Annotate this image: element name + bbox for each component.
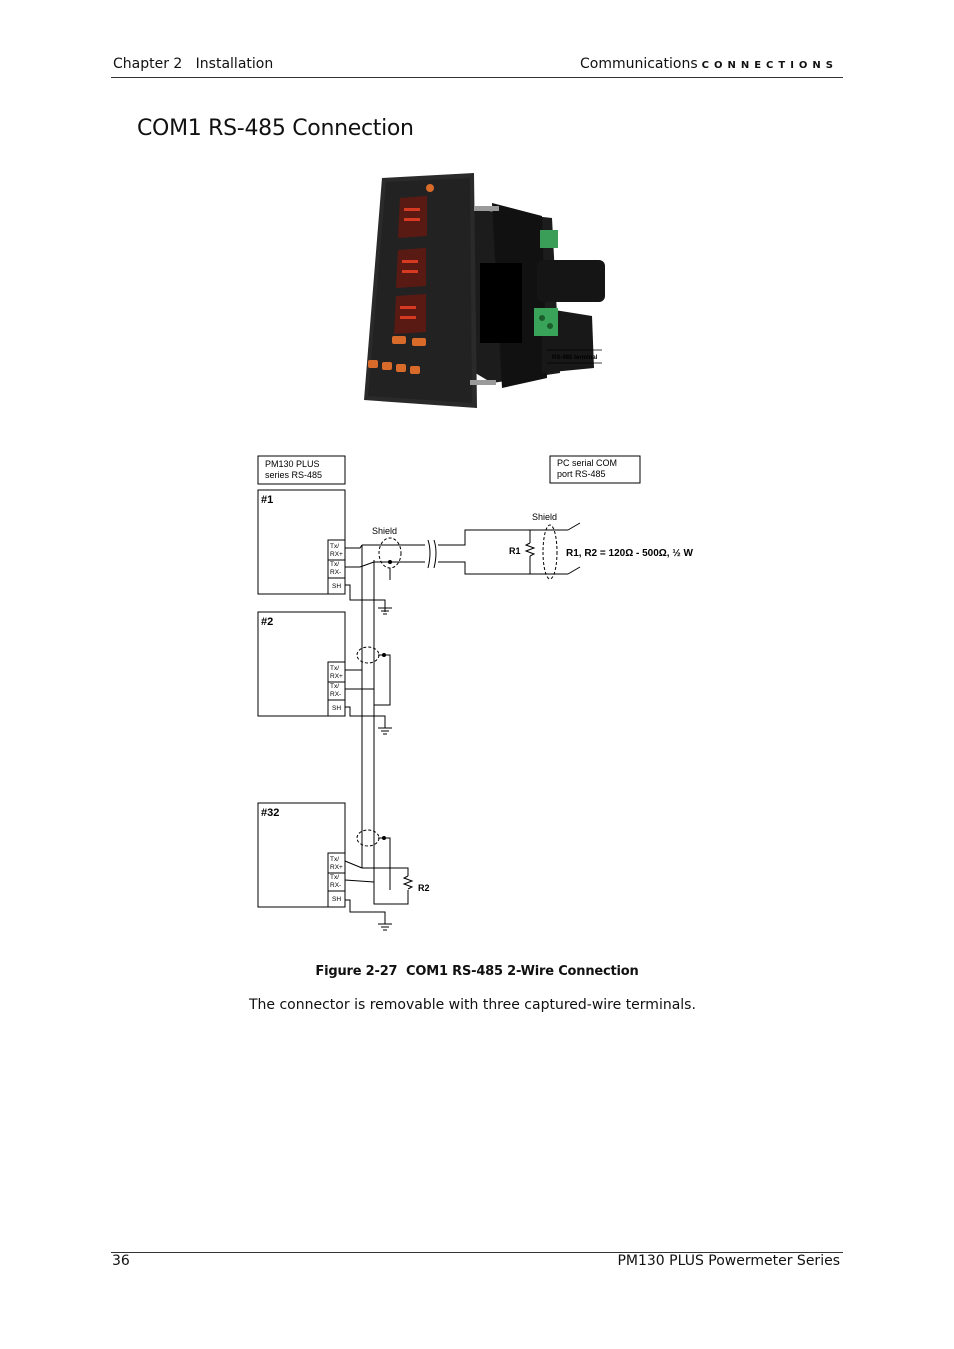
terminal-txrx-plus-2b: RX+ [330, 673, 343, 680]
terminal-txrx-minus-2a: Tx/ [330, 683, 339, 690]
meter-series-label-line1: PM130 PLUS [265, 459, 320, 469]
device-1-label: #1 [261, 494, 273, 506]
terminal-sh-1: SH [332, 583, 341, 590]
rs485-wiring-diagram: PM130 PLUS series RS-485 PC serial COM p… [257, 455, 693, 931]
terminal-txrx-minus-1b: RX- [330, 569, 341, 576]
device-photo: RS-485 terminal [364, 173, 605, 408]
device-32-label: #32 [261, 807, 279, 819]
shield-label-pc: Shield [532, 512, 557, 522]
header-section-label: Communications [579, 56, 698, 72]
terminal-txrx-plus-1b: RX+ [330, 551, 343, 558]
pc-port-label-line1: PC serial COM [557, 458, 617, 468]
section-title: COM1 RS-485 Connection [137, 116, 414, 141]
header-section-caps: CONNECTIONS [701, 60, 838, 71]
r2-label: R2 [418, 883, 430, 893]
header-rule [111, 77, 843, 78]
footer-doc-title: PM130 PLUS Powermeter Series [617, 1253, 840, 1269]
terminal-sh-32: SH [332, 896, 341, 903]
header-chapter: Chapter 2 Installation [113, 56, 274, 72]
terminal-txrx-minus-32a: Tx/ [330, 874, 339, 881]
device-2-label: #2 [261, 616, 273, 628]
terminal-txrx-plus-32b: RX+ [330, 864, 343, 871]
footer-rule [111, 1252, 843, 1253]
terminal-txrx-minus-1a: Tx/ [330, 561, 339, 568]
page-number: 36 [112, 1253, 130, 1269]
shield-label-meter: Shield [372, 526, 397, 536]
resistor-spec: R1, R2 = 120Ω - 500Ω, ½ W [566, 548, 693, 559]
terminal-txrx-plus-32a: Tx/ [330, 856, 339, 863]
terminal-txrx-minus-32b: RX- [330, 882, 341, 889]
terminal-txrx-plus-1a: Tx/ [330, 543, 339, 550]
body-paragraph: The connector is removable with three ca… [249, 997, 696, 1013]
terminal-txrx-minus-2b: RX- [330, 691, 341, 698]
terminal-txrx-plus-2a: Tx/ [330, 665, 339, 672]
pc-port-label-line2: port RS-485 [557, 469, 606, 479]
terminal-sh-2: SH [332, 705, 341, 712]
meter-series-label-line2: series RS-485 [265, 470, 322, 480]
r1-label: R1 [509, 546, 521, 556]
figure-caption: Figure 2-27 COM1 RS-485 2-Wire Connectio… [315, 964, 639, 979]
rs485-terminal-label: RS-485 terminal [552, 355, 598, 361]
